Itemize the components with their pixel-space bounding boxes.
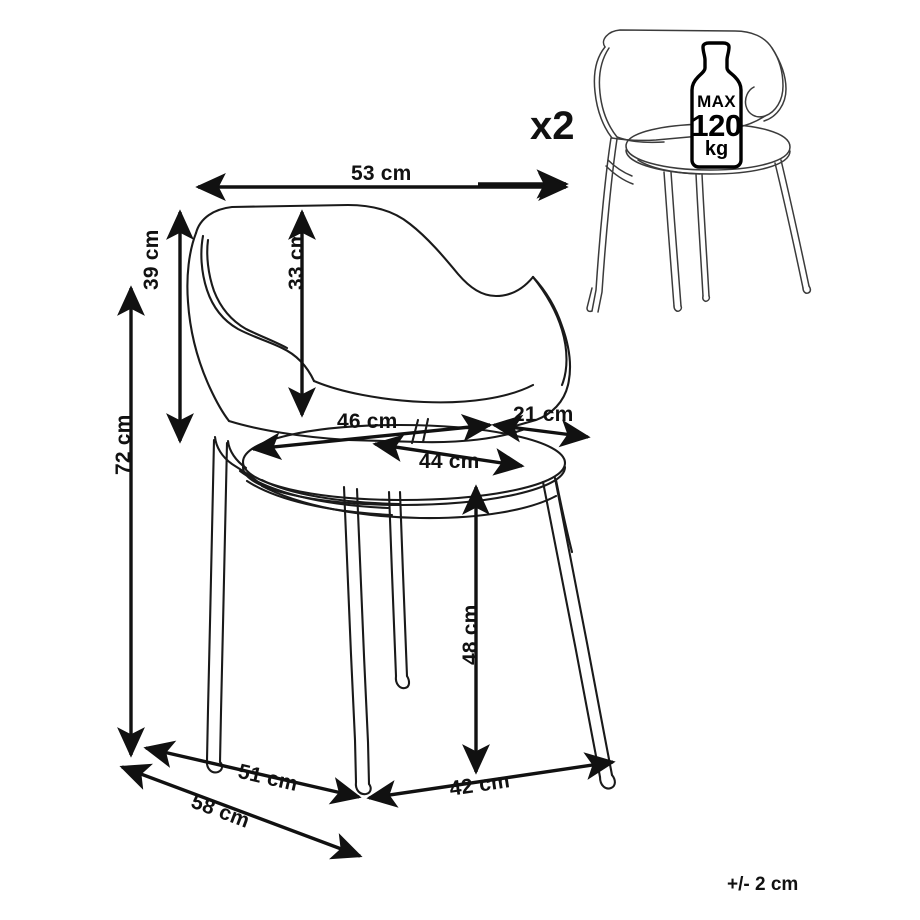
dimension-lines [117,173,616,860]
main-chair-illustration [186,203,616,796]
badge-weight-unit: kg [704,138,729,160]
dim-label-39: 39 cm [140,229,163,290]
badge-weight-value: 120 [691,108,742,143]
dim-label-33: 33 cm [285,229,308,290]
max-weight-badge [690,41,743,169]
dim-line-21 [491,414,591,448]
dim-label-21: 21 cm [513,403,574,426]
dim-line-44 [372,434,525,476]
dim-line-42 [366,752,616,808]
quantity-label: x2 [530,104,575,148]
dim-label-53: 53 cm [351,162,412,185]
dim-label-44: 44 cm [419,450,480,473]
tolerance-note: +/- 2 cm [727,874,799,895]
reference-chair-illustration [586,29,812,313]
dim-line-46 [250,413,493,461]
dim-label-48: 48 cm [459,604,482,665]
dim-label-72: 72 cm [112,414,135,475]
badge-max-label: MAX [697,92,736,111]
dim-line-58 [119,763,363,860]
dim-label-46: 46 cm [337,410,398,433]
